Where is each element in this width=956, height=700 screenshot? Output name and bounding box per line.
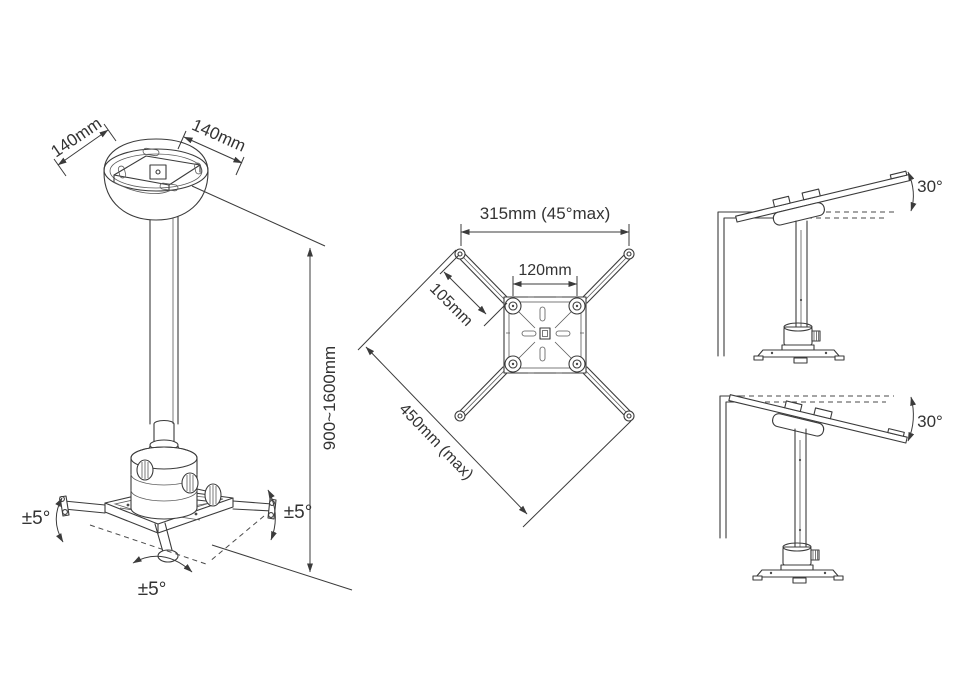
tilt-label-left: ±5° [22, 508, 51, 529]
tilt-annotation-right: ±5° [267, 489, 313, 541]
tilted-plate-2 [728, 394, 908, 444]
dim-label-plate-width: 120mm [518, 262, 571, 279]
pole-and-base [753, 220, 845, 364]
dim-label-height-range: 900~1600mm [320, 346, 339, 450]
tilt-annotation-left: ±5° [22, 497, 64, 543]
dim-label-arm-span: 315mm (45°max) [480, 204, 611, 223]
angle-label-up: 30° [917, 177, 943, 196]
dimension-arm-span: 315mm (45°max) [460, 204, 630, 246]
tilt-label-right: ±5° [284, 502, 313, 523]
angle-annotation-down: 30° [907, 396, 943, 442]
figure-side-tilt-down: 30° [719, 394, 943, 584]
figure-top-view: 315mm (45°max) 120mm 105mm 450mm (max) [357, 204, 635, 528]
angle-label-down: 30° [917, 412, 943, 431]
extension-pole [146, 210, 182, 459]
center-plate [503, 296, 587, 374]
adjustment-knobs [136, 459, 222, 507]
pole-and-base-2 [752, 428, 844, 584]
figure-side-tilt-up: 30° [717, 170, 943, 364]
angle-annotation-up: 30° [907, 171, 943, 212]
dimension-height: 900~1600mm [191, 185, 339, 573]
ceiling-plate [103, 138, 209, 221]
rotation-annotation-bottom: ±5° [132, 555, 193, 600]
dimension-plate-width: 120mm [512, 262, 578, 296]
tilted-plate [735, 170, 911, 226]
rotation-label-bottom: ±5° [138, 579, 167, 600]
